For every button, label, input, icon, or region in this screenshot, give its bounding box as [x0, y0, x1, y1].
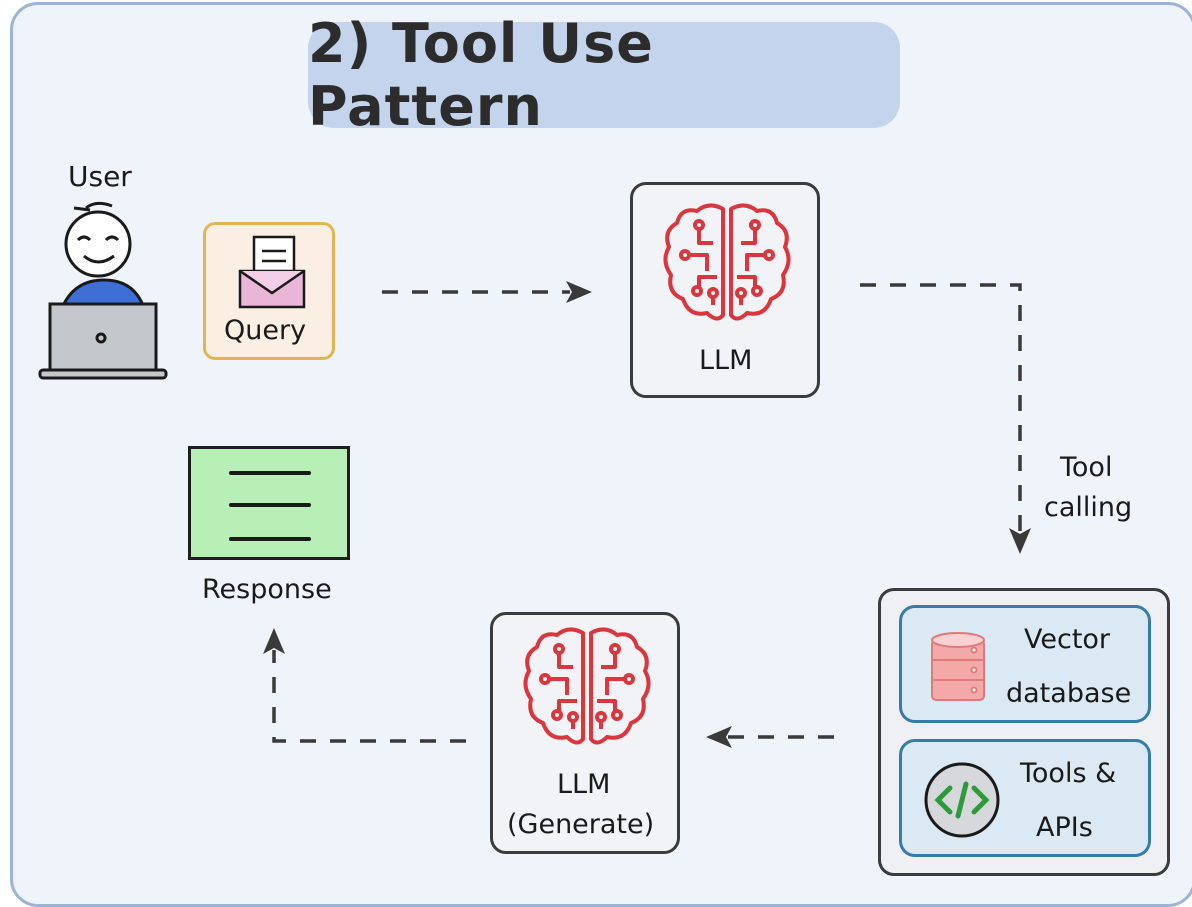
document-lines-icon [229, 471, 311, 541]
arrow-generate-to-response [272, 650, 466, 743]
llm-generate-line1: LLM [557, 769, 611, 800]
tools-apis-line1: Tools & [1020, 758, 1117, 789]
database-icon [931, 632, 985, 701]
envelope-icon [238, 235, 306, 309]
code-icon [924, 762, 1000, 838]
diagram-title: 2) Tool Use Pattern [308, 12, 900, 138]
llm-generate-node: LLM (Generate) [490, 612, 680, 854]
vector-database-card: Vector database [899, 605, 1151, 723]
arrowhead-generate [706, 726, 732, 748]
arrowhead-llm [566, 281, 592, 303]
tool-calling-line1: Tool [1060, 452, 1113, 483]
llm-generate-line2: (Generate) [507, 809, 655, 840]
brain-icon [523, 627, 651, 745]
arrow-llm-to-tools [860, 283, 1022, 532]
tools-apis-card: Tools & APIs [899, 739, 1151, 857]
query-node: Query [203, 222, 335, 360]
vector-db-line1: Vector [1024, 624, 1111, 655]
query-label: Query [224, 315, 307, 346]
llm-label: LLM [699, 345, 753, 376]
arrowhead-response [263, 628, 285, 654]
arrowhead-tools [1009, 528, 1031, 554]
tool-calling-line2: calling [1044, 492, 1133, 523]
vector-db-line2: database [1006, 678, 1132, 709]
response-label: Response [202, 574, 332, 605]
llm-node: LLM [630, 182, 820, 398]
tools-apis-line2: APIs [1036, 812, 1093, 843]
user-label: User [68, 160, 132, 193]
brain-icon [663, 203, 791, 321]
user-icon [38, 201, 168, 380]
response-node [188, 446, 350, 560]
tools-group: Vector database Tools & APIs [878, 588, 1170, 876]
